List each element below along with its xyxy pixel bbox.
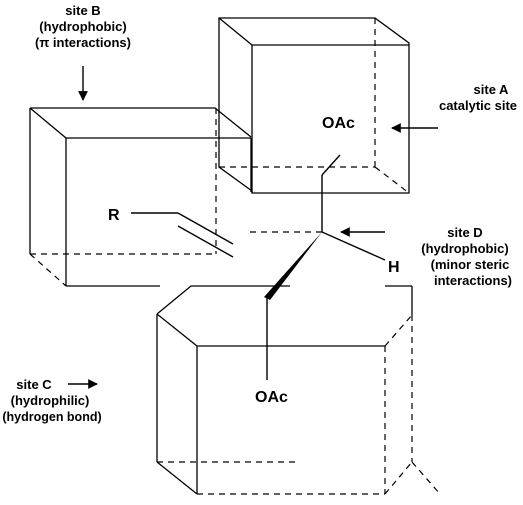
site-d-title: site D — [447, 225, 482, 240]
site-b-title: site B — [65, 3, 100, 18]
site-d-line2: (minor steric — [431, 257, 510, 272]
site-c-annotation: site C (hydrophilic) (hydrogen bond) — [2, 377, 101, 424]
site-b-line2: (π interactions) — [35, 35, 131, 50]
site-c-line2: (hydrogen bond) — [2, 410, 101, 424]
upper-oac-label: OAc — [322, 115, 355, 132]
site-b-annotation: site B (hydrophobic) (π interactions) — [35, 3, 131, 101]
double-bond-upper — [177, 212, 234, 245]
wedge-bond — [264, 232, 322, 300]
site-d-line1: (hydrophobic) — [421, 241, 508, 256]
lower-oac-label: OAc — [255, 389, 288, 406]
double-bond-lower — [177, 225, 234, 258]
site-d-annotation: site D (hydrophobic) (minor steric inter… — [340, 225, 512, 288]
site-a-line1: catalytic site — [439, 98, 517, 113]
site-c-box — [156, 285, 441, 495]
site-a-box — [218, 17, 410, 194]
site-a-annotation: site A catalytic site — [391, 82, 517, 133]
r-group-label: R — [108, 207, 120, 224]
site-b-line1: (hydrophobic) — [39, 19, 126, 34]
site-a-title: site A — [474, 82, 510, 97]
site-d-line3: interactions) — [434, 273, 512, 288]
site-c-line1: (hydrophilic) — [11, 393, 90, 408]
hydrogen-label: H — [388, 259, 400, 276]
bond-upper-oac — [321, 154, 341, 176]
site-b-box — [29, 107, 252, 287]
molecule — [131, 154, 386, 380]
site-c-title: site C — [16, 377, 52, 392]
bond-to-h — [321, 231, 386, 261]
